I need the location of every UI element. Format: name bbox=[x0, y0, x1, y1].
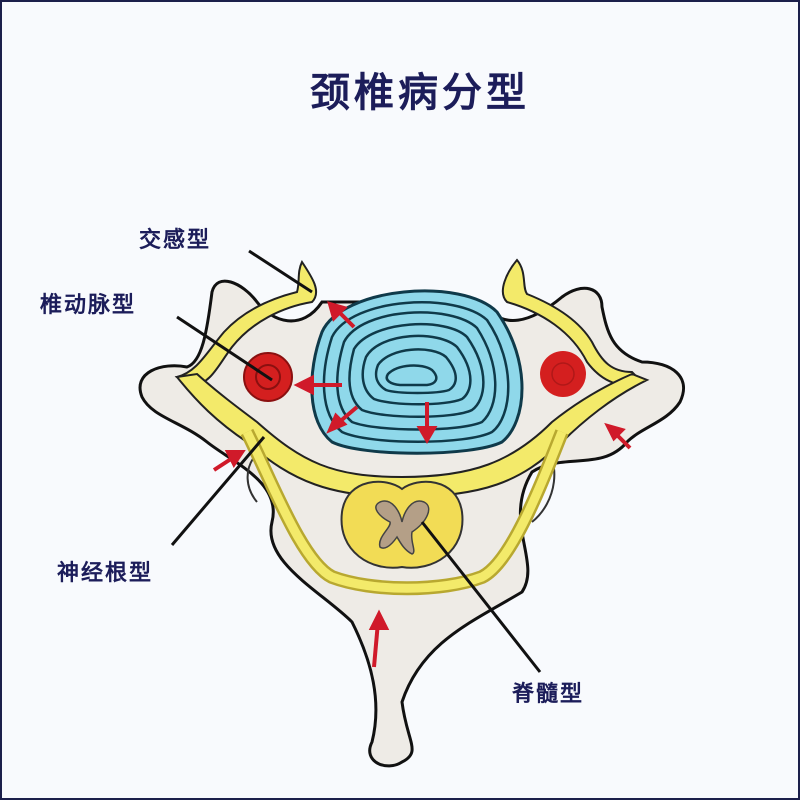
label-spinal-cord: 脊髓型 bbox=[512, 682, 585, 707]
compression-arrows bbox=[212, 301, 632, 668]
spinal-cord bbox=[340, 480, 464, 569]
intervertebral-disc bbox=[310, 289, 524, 455]
label-nerve-root: 神经根型 bbox=[57, 561, 154, 586]
diagram-title: 颈椎病分型 bbox=[310, 70, 530, 116]
nerve-roots bbox=[174, 258, 650, 596]
label-sympathetic: 交感型 bbox=[139, 228, 212, 253]
label-vertebral-artery: 椎动脉型 bbox=[40, 293, 137, 318]
leader-lines bbox=[170, 249, 542, 673]
